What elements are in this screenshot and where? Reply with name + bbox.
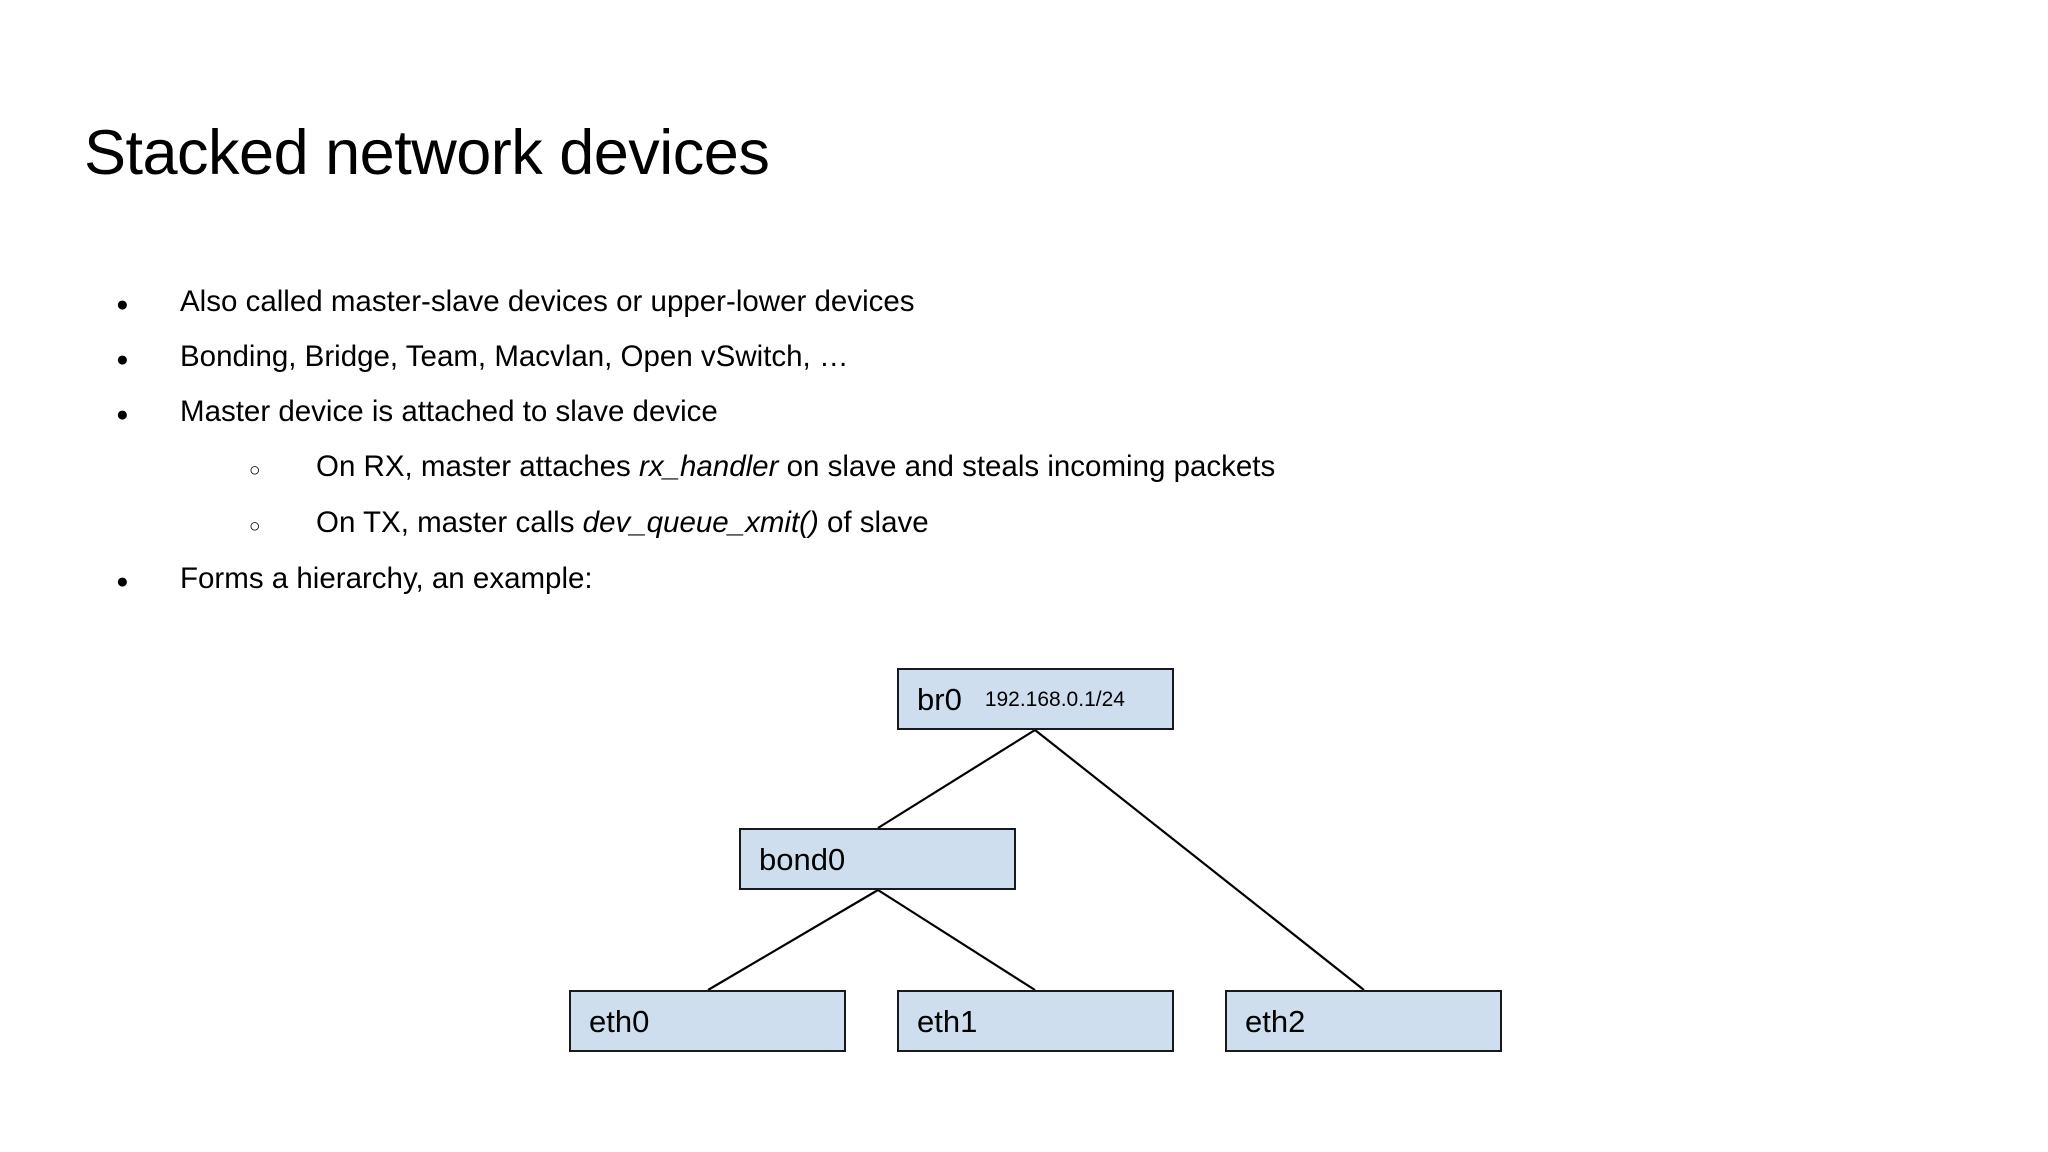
bullet-text: Master device is attached to slave devic… xyxy=(180,386,718,438)
bullet-text: Forms a hierarchy, an example: xyxy=(180,553,593,605)
bullet-marker-icon: ● xyxy=(116,348,129,371)
sub-bullet-item: ○ On TX, master calls dev_queue_xmit() of… xyxy=(110,497,1670,553)
bullet-text-segment: Master device is attached to slave devic… xyxy=(180,395,718,428)
node-name-eth2: eth2 xyxy=(1245,1003,1306,1039)
bullet-text: On RX, master attaches rx_handler on sla… xyxy=(316,441,1275,493)
node-detail-br0: 192.168.0.1/24 xyxy=(984,687,1125,711)
bullet-text: Bonding, Bridge, Team, Macvlan, Open vSw… xyxy=(180,331,848,383)
diagram-node-eth2[interactable]: eth2 xyxy=(1225,990,1502,1052)
sub-bullet-marker-icon: ○ xyxy=(249,460,261,481)
bullet-marker-icon: ● xyxy=(116,403,129,426)
bullet-text-emphasis: rx_handler xyxy=(639,450,779,483)
sub-bullet-item: ○ On RX, master attaches rx_handler on sl… xyxy=(110,441,1670,497)
bullet-text-segment: On TX, master calls xyxy=(316,506,583,539)
edge-br0-bond0 xyxy=(877,729,1036,829)
edge-bond0-eth0 xyxy=(707,889,879,991)
bullet-marker-icon: ● xyxy=(116,570,129,593)
bullet-text-segment: On RX, master attaches xyxy=(316,450,639,483)
bullet-item: ● Bonding, Bridge, Team, Macvlan, Open vS… xyxy=(110,331,1670,386)
bullet-text-segment: on slave and steals incoming packets xyxy=(778,450,1276,483)
network-hierarchy-diagram: br0 192.168.0.1/24 bond0 eth0 eth1 eth2 xyxy=(0,640,2048,1070)
edge-bond0-eth1 xyxy=(877,889,1036,991)
diagram-node-bond0[interactable]: bond0 xyxy=(739,828,1016,890)
diagram-node-br0[interactable]: br0 192.168.0.1/24 xyxy=(897,668,1174,730)
sub-bullet-marker-icon: ○ xyxy=(249,516,261,537)
bullet-text-segment: Also called master-slave devices or uppe… xyxy=(180,285,915,318)
bullet-marker-icon: ● xyxy=(116,293,129,316)
bullet-text-segment: Forms a hierarchy, an example: xyxy=(180,562,593,595)
bullet-text-segment: Bonding, Bridge, Team, Macvlan, Open vSw… xyxy=(180,340,849,373)
node-name-bond0: bond0 xyxy=(759,841,846,877)
diagram-node-eth0[interactable]: eth0 xyxy=(569,990,846,1052)
bullet-item: ● Forms a hierarchy, an example: xyxy=(110,553,1670,608)
bullet-text: On TX, master calls dev_queue_xmit() of … xyxy=(316,497,929,549)
node-name-eth1: eth1 xyxy=(917,1003,978,1039)
edge-br0-eth2 xyxy=(1034,729,1365,991)
node-name-eth0: eth0 xyxy=(589,1003,650,1039)
bullet-list: ● Also called master-slave devices or upp… xyxy=(110,276,1670,608)
page-title: Stacked network devices xyxy=(84,118,770,188)
diagram-node-eth1[interactable]: eth1 xyxy=(897,990,1174,1052)
bullet-text-emphasis: dev_queue_xmit() xyxy=(582,506,819,539)
bullet-item: ● Also called master-slave devices or upp… xyxy=(110,276,1670,331)
node-name-br0: br0 xyxy=(917,681,962,717)
bullet-text: Also called master-slave devices or uppe… xyxy=(180,276,915,328)
bullet-item: ● Master device is attached to slave devi… xyxy=(110,386,1670,441)
bullet-text-segment: of slave xyxy=(818,506,929,539)
diagram-edges xyxy=(707,729,1365,991)
